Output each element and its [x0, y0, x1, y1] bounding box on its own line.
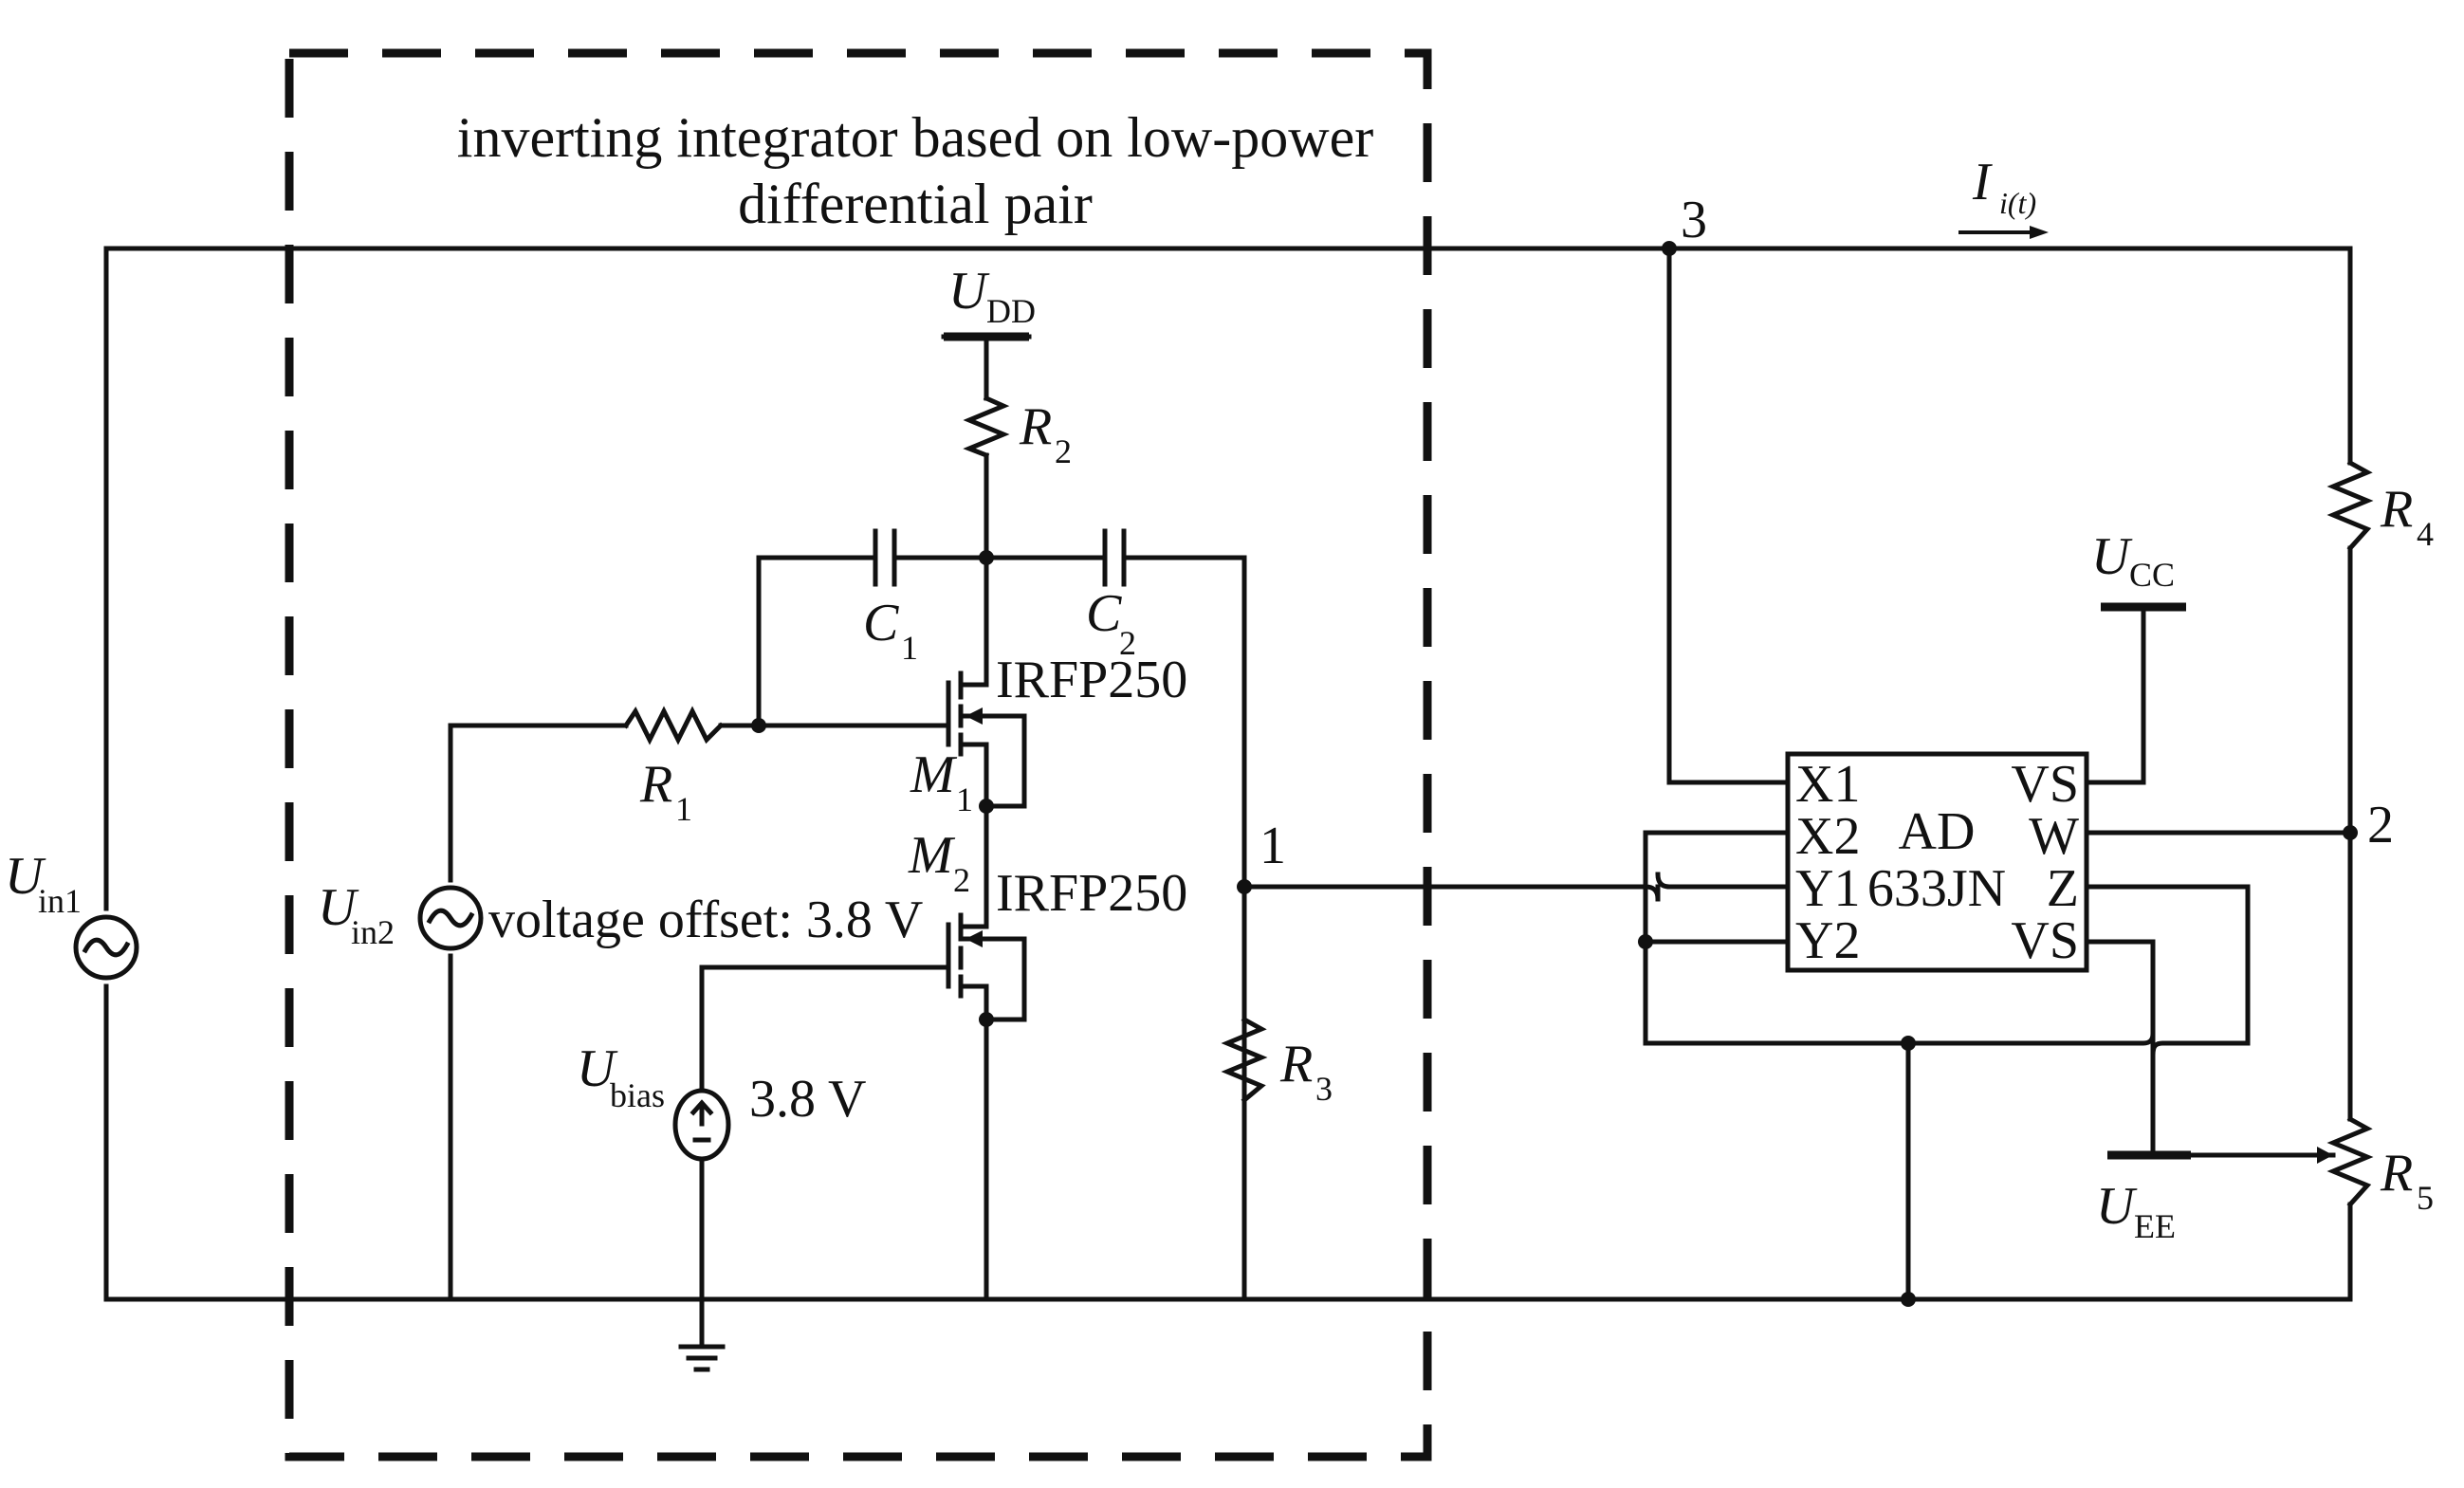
integrator-title-line2: differential pair [738, 173, 1093, 235]
ad633-name-line2: 633JN [1867, 859, 2006, 918]
m1-label: M [910, 745, 958, 804]
ubias-value-label: 3.8 V [749, 1070, 866, 1129]
m2-part-label: IRFP250 [996, 864, 1187, 923]
r1-label: R [639, 755, 672, 814]
ad633-multiplier: X1 X2 Y1 Y2 VS W Z VS AD 633JN [1785, 751, 2089, 973]
r2-label: R [1019, 397, 1052, 456]
resistor-r4: R 4 [2326, 459, 2434, 553]
m2-label-sub: 2 [953, 861, 970, 899]
c1-label-sub: 1 [901, 629, 918, 667]
r5-label: R [2380, 1144, 2413, 1203]
udd-label: U [948, 262, 990, 321]
ad633-name-line1: AD [1899, 802, 1976, 861]
uin1-ac-source: U in1 [5, 847, 139, 981]
pin-x2-label: X2 [1795, 807, 1860, 866]
ucc-label: U [2091, 527, 2133, 586]
r2-label-sub: 2 [1055, 432, 1072, 470]
pin-vs-top-label: VS [2011, 755, 2079, 814]
r5-label-sub: 5 [2417, 1179, 2434, 1217]
current-label-sub: i(t) [1999, 186, 2036, 220]
resistor-r1: R 1 [622, 706, 725, 828]
c1-label: C [863, 594, 899, 652]
resistor-r5: R 5 [2317, 1115, 2434, 1217]
uin1-label-sub: in1 [38, 882, 82, 920]
m1-label-sub: 1 [956, 781, 973, 818]
junctions [751, 241, 2358, 1307]
uee-supply: U EE [2096, 1150, 2191, 1245]
pin-y2-label: Y2 [1795, 911, 1860, 970]
uin2-offset-label: voltage offset: 3.8 V [488, 891, 923, 949]
pin-w-label: W [2029, 807, 2079, 866]
pin-y1-label: Y1 [1795, 859, 1860, 918]
node-2-label: 2 [2367, 796, 2394, 854]
ubias-dc-source: U bias 3.8 V [577, 1039, 866, 1162]
capacitor-c2: C 2 [1086, 528, 1136, 662]
ubias-label: U [577, 1039, 618, 1098]
ucc-label-sub: CC [2129, 556, 2175, 594]
node-3-label: 3 [1681, 191, 1707, 249]
integrator-title-line1: inverting integrator based on low-power [457, 106, 1373, 169]
uin1-label: U [5, 847, 46, 906]
m1-part-label: IRFP250 [996, 651, 1187, 709]
ubias-label-sub: bias [610, 1076, 665, 1114]
uin2-label-sub: in2 [351, 913, 395, 951]
mosfet-m1: IRFP250 M 1 [874, 651, 1187, 818]
resistor-r3: R 3 [1221, 1016, 1333, 1108]
resistor-r2: R 2 [963, 395, 1072, 470]
current-indicator: I i(t) [1958, 153, 2049, 239]
mosfet-m2: IRFP250 M 2 [874, 826, 1187, 1022]
uee-label: U [2096, 1177, 2138, 1236]
ground-icon [678, 1344, 726, 1372]
integrator-boundary [285, 48, 1432, 1461]
r4-label: R [2380, 480, 2413, 539]
uin2-label: U [318, 878, 359, 937]
udd-label-sub: DD [986, 292, 1036, 330]
uin2-ac-source: U in2 voltage offset: 3.8 V [318, 878, 923, 951]
current-label: I [1972, 153, 1993, 211]
r1-label-sub: 1 [675, 790, 692, 828]
r3-label-sub: 3 [1315, 1070, 1333, 1108]
c2-label-sub: 2 [1119, 624, 1136, 662]
pin-x1-label: X1 [1795, 755, 1860, 814]
capacitor-c1: C 1 [863, 528, 918, 667]
r4-label-sub: 4 [2417, 515, 2434, 553]
r3-label: R [1279, 1035, 1313, 1093]
c2-label: C [1086, 584, 1122, 643]
m2-label: M [908, 826, 956, 885]
udd-supply: U DD [944, 262, 1036, 341]
pin-z-label: Z [2047, 859, 2079, 918]
pin-vs-bottom-label: VS [2011, 911, 2079, 970]
ucc-supply: U CC [2091, 527, 2186, 612]
node-1-label: 1 [1260, 817, 1286, 875]
uee-label-sub: EE [2134, 1207, 2176, 1245]
